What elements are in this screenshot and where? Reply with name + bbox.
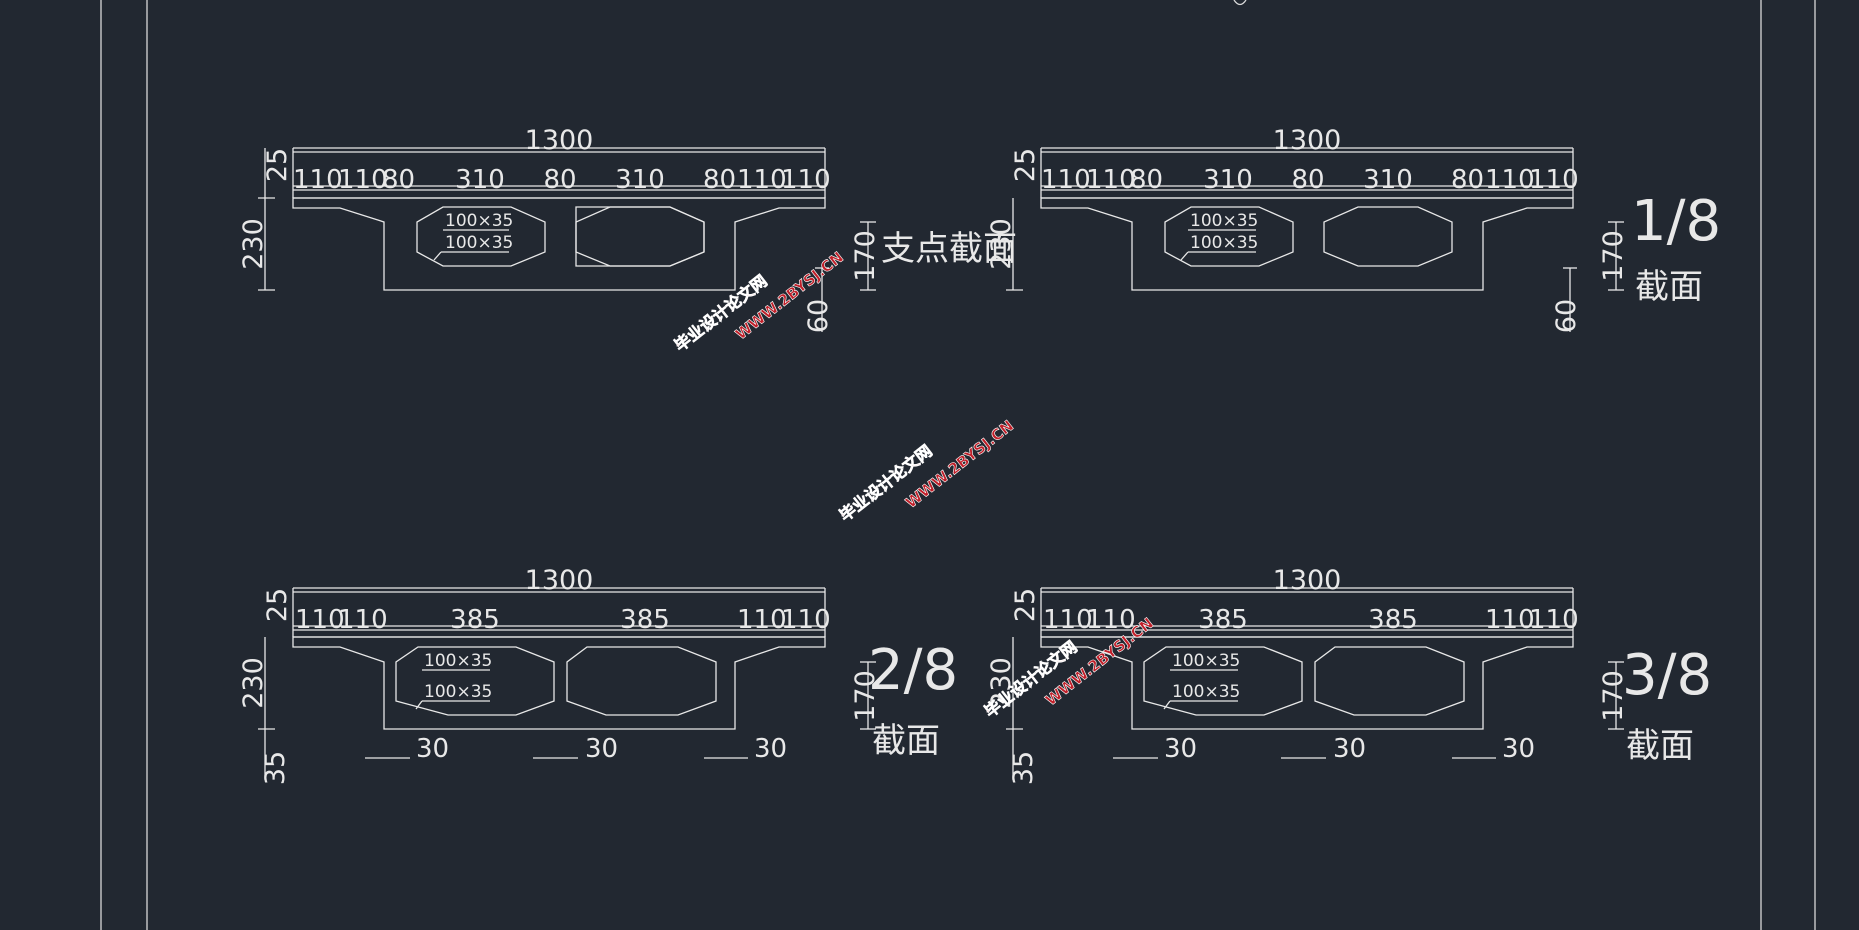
- total-width-dim: 1300: [525, 565, 594, 596]
- top-dim: 310: [1363, 165, 1413, 195]
- left-dim: 230: [986, 218, 1017, 270]
- void-label: 100×35: [445, 211, 513, 231]
- void-label: 100×35: [445, 233, 513, 253]
- section-support: 1300 110 110 80 310 80 310 80 110 110 25…: [238, 125, 1017, 333]
- bottom-dim: 30: [585, 734, 618, 764]
- right-dim: 170: [850, 670, 881, 722]
- top-dim: 110: [781, 605, 831, 635]
- watermark: 毕业设计论文网 WWW.2BYSJ.CN: [835, 416, 1017, 525]
- top-dim: 310: [1203, 165, 1253, 195]
- total-width-dim: 1300: [1273, 125, 1342, 156]
- left-dim: 25: [1010, 588, 1041, 622]
- section-fraction-label: 1/8: [1631, 189, 1721, 254]
- section-label: 截面: [1626, 726, 1694, 766]
- dimension-lines: [1006, 151, 1624, 332]
- section-fraction-label: 3/8: [1622, 643, 1712, 708]
- void-label: 100×35: [1172, 651, 1240, 671]
- top-dim: 110: [1485, 165, 1535, 195]
- top-dim: 110: [1043, 605, 1093, 635]
- bottom-dim: 30: [416, 734, 449, 764]
- left-dim: 25: [262, 588, 293, 622]
- section-eighth-2: 1300 110 110 385 385 110 110 25 230 35 1…: [238, 565, 958, 785]
- top-dim: 110: [1529, 165, 1579, 195]
- top-dim: 110: [737, 605, 787, 635]
- bottom-dim: 30: [1502, 734, 1535, 764]
- total-width-dim: 1300: [525, 125, 594, 156]
- top-dim: 110: [737, 165, 787, 195]
- section-label: 截面: [872, 721, 940, 761]
- left-dim: 25: [1010, 148, 1041, 182]
- dimension-lines: [258, 591, 876, 780]
- left-dim: 35: [260, 751, 291, 785]
- top-dim: 80: [543, 165, 576, 195]
- section-outline: [1040, 587, 1574, 730]
- left-dim: 35: [1008, 751, 1039, 785]
- top-dim: 385: [450, 605, 500, 635]
- section-outline: [292, 587, 826, 730]
- top-dim: 310: [615, 165, 665, 195]
- top-dim: 110: [295, 605, 345, 635]
- left-dim: 230: [986, 657, 1017, 709]
- top-dim: 385: [1368, 605, 1418, 635]
- top-dim: 310: [455, 165, 505, 195]
- top-dim: 110: [338, 605, 388, 635]
- top-dim: 110: [338, 165, 388, 195]
- left-dim: 25: [262, 148, 293, 182]
- top-dim: 80: [1130, 165, 1163, 195]
- void-label: 100×35: [1172, 682, 1240, 702]
- left-dim: 230: [238, 218, 269, 270]
- section-outline: [1040, 147, 1574, 291]
- void-label: 100×35: [1190, 233, 1258, 253]
- top-dim: 110: [1086, 605, 1136, 635]
- top-dim: 110: [1485, 605, 1535, 635]
- top-dim: 110: [1529, 605, 1579, 635]
- bottom-dim: 30: [754, 734, 787, 764]
- section-label: 支点截面: [881, 229, 1017, 269]
- top-dim: 110: [1086, 165, 1136, 195]
- top-dim: 80: [1451, 165, 1484, 195]
- bottom-dim: 30: [1333, 734, 1366, 764]
- bottom-dim: 30: [1164, 734, 1197, 764]
- top-dim: 110: [1041, 165, 1091, 195]
- right-dim: 60: [1551, 299, 1582, 333]
- section-outline: [292, 147, 826, 291]
- dimension-lines: [258, 148, 876, 332]
- total-width-dim: 1300: [1273, 565, 1342, 596]
- top-dim: 385: [1198, 605, 1248, 635]
- right-dim: 170: [1598, 230, 1629, 282]
- dimension-lines: [1006, 591, 1624, 780]
- left-dim: 230: [238, 657, 269, 709]
- top-dim: 80: [382, 165, 415, 195]
- section-label: 截面: [1635, 267, 1703, 307]
- void-label: 100×35: [424, 651, 492, 671]
- top-dim: 385: [620, 605, 670, 635]
- void-label: 100×35: [424, 682, 492, 702]
- top-dim: 110: [293, 165, 343, 195]
- top-dim: 80: [703, 165, 736, 195]
- right-dim: 60: [803, 299, 834, 333]
- top-dim: 110: [781, 165, 831, 195]
- drawing-frame: [100, 0, 1816, 930]
- section-eighth-3: 1300 110 110 385 385 110 110 25 230 35 1…: [986, 565, 1712, 785]
- top-dim: 80: [1291, 165, 1324, 195]
- section-eighth-1: 1300 110 110 80 310 80 310 80 110 110 25…: [986, 125, 1721, 333]
- section-fraction-label: 2/8: [868, 638, 958, 703]
- right-dim: 170: [850, 230, 881, 282]
- right-dim: 170: [1598, 670, 1629, 722]
- void-label: 100×35: [1190, 211, 1258, 231]
